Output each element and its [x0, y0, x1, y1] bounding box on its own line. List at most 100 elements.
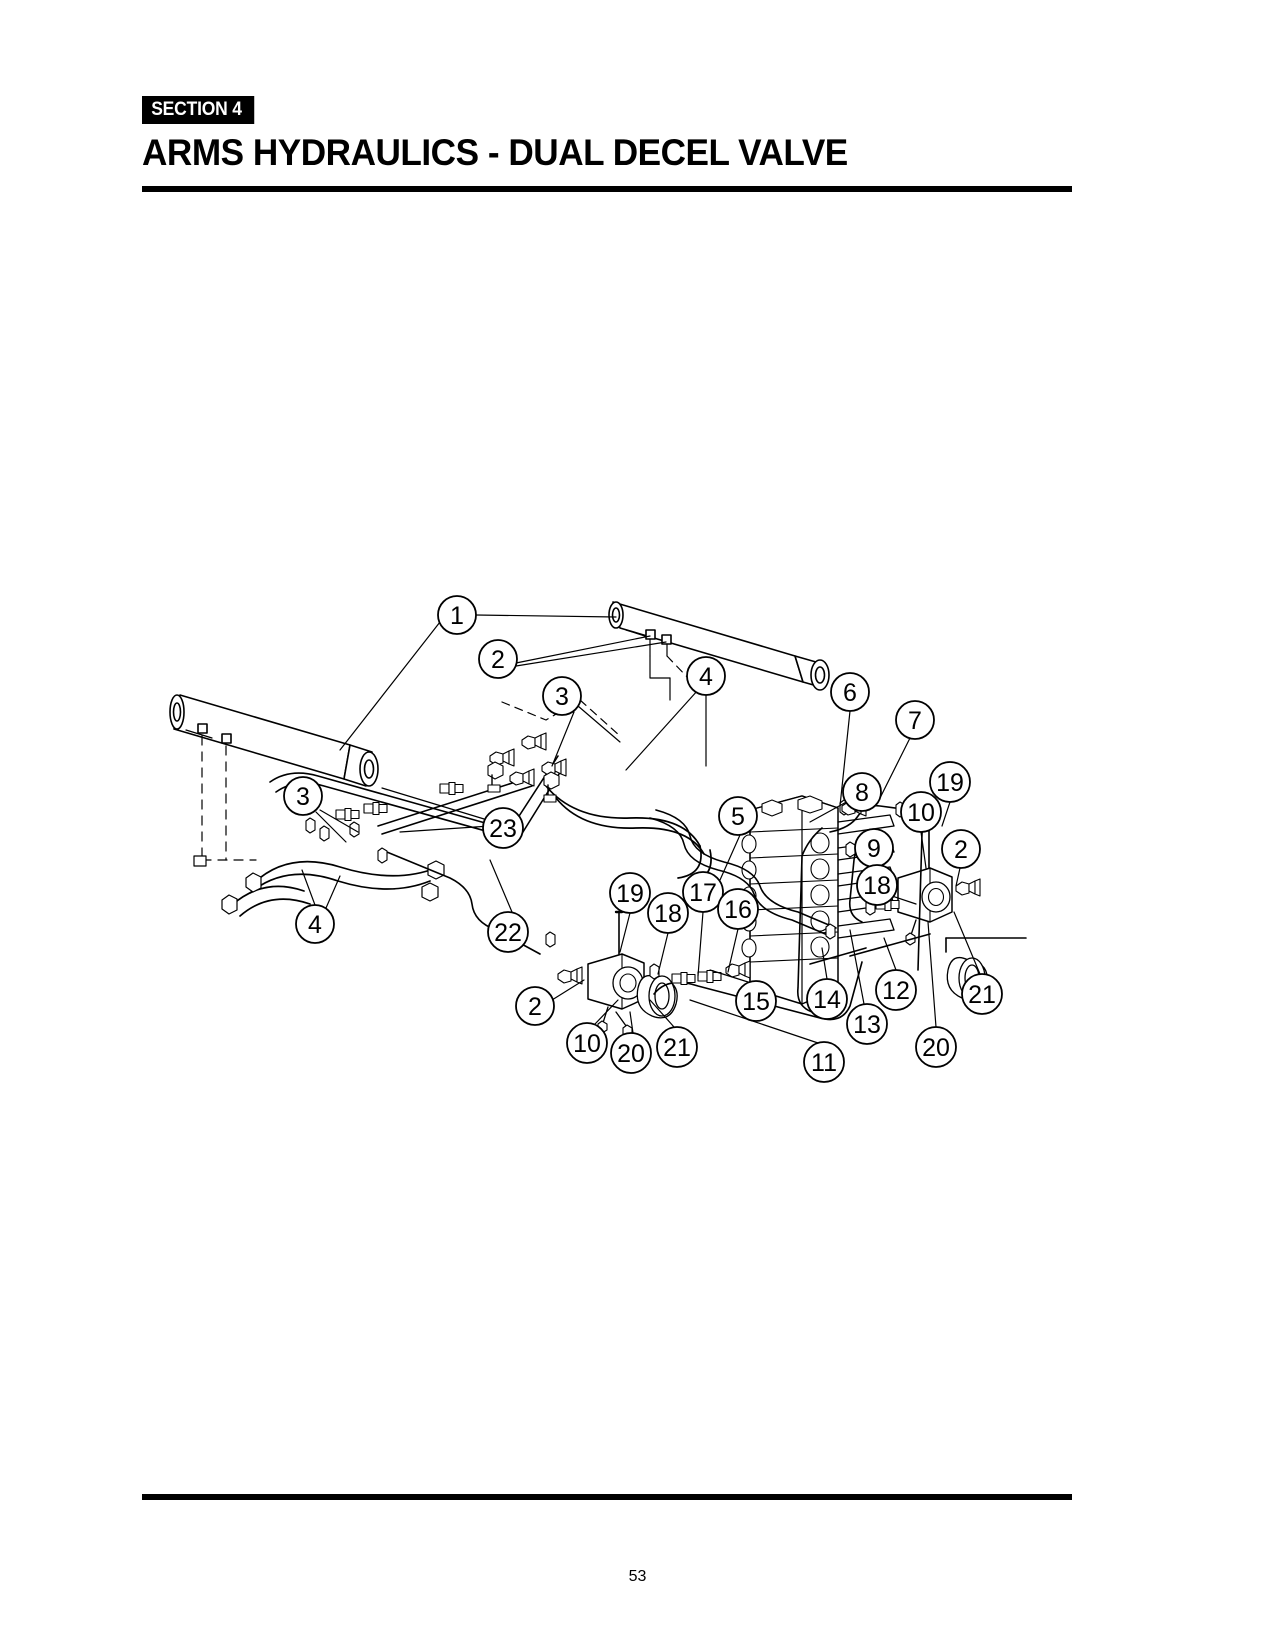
callout-number: 19 — [616, 880, 644, 908]
callout-circle — [806, 978, 848, 1020]
callout-circle — [717, 888, 759, 930]
callout-number: 19 — [936, 769, 964, 797]
callout-circle — [842, 772, 882, 812]
callout-2c: 2 — [515, 986, 555, 1026]
callout-number: 7 — [908, 707, 922, 735]
callout-number: 18 — [654, 900, 682, 928]
callout-number: 1 — [450, 602, 464, 630]
callout-20a: 20 — [610, 1032, 652, 1074]
callout-circle — [830, 672, 870, 712]
callout-circle — [437, 595, 477, 635]
callout-10b: 10 — [566, 1022, 608, 1064]
callout-number: 17 — [689, 879, 717, 907]
callout-circle — [487, 911, 529, 953]
callout-circle — [735, 980, 777, 1022]
callout-8: 8 — [842, 772, 882, 812]
callout-number: 6 — [843, 679, 857, 707]
callout-circle — [647, 892, 689, 934]
callout-circle — [900, 791, 942, 833]
callout-19b: 19 — [609, 872, 651, 914]
callout-18b: 18 — [647, 892, 689, 934]
callout-circle — [295, 904, 335, 944]
callout-23: 23 — [482, 807, 524, 849]
callout-number: 20 — [617, 1040, 645, 1068]
callout-14: 14 — [806, 978, 848, 1020]
callout-number: 14 — [813, 986, 841, 1014]
callout-circle — [915, 1026, 957, 1068]
callout-circle — [482, 807, 524, 849]
callout-circle — [929, 761, 971, 803]
callout-number: 2 — [491, 646, 505, 674]
callout-number: 3 — [555, 683, 569, 711]
callout-number: 22 — [494, 919, 522, 947]
callout-2b: 2 — [941, 829, 981, 869]
page-header: SECTION 4 ARMS HYDRAULICS - DUAL DECEL V… — [142, 96, 1072, 173]
callout-4b: 4 — [295, 904, 335, 944]
callout-circle — [875, 969, 917, 1011]
callout-circle — [656, 1026, 698, 1068]
callout-15: 15 — [735, 980, 777, 1022]
callout-circle — [846, 1003, 888, 1045]
callout-number: 4 — [308, 911, 322, 939]
callout-number: 12 — [882, 977, 910, 1005]
callout-11: 11 — [803, 1041, 845, 1083]
callout-3a: 3 — [542, 676, 582, 716]
callout-4a: 4 — [686, 656, 726, 696]
callout-number: 8 — [855, 779, 869, 807]
callout-5: 5 — [718, 796, 758, 836]
callout-number: 21 — [663, 1034, 691, 1062]
callout-number: 20 — [922, 1034, 950, 1062]
callout-circle — [718, 796, 758, 836]
tee-fitting — [487, 761, 560, 803]
callout-circle — [686, 656, 726, 696]
callout-16: 16 — [717, 888, 759, 930]
callout-22: 22 — [487, 911, 529, 953]
callout-9: 9 — [854, 828, 894, 868]
callout-6: 6 — [830, 672, 870, 712]
upper-hydraulic-cylinder — [608, 601, 830, 691]
callout-13: 13 — [846, 1003, 888, 1045]
callout-12: 12 — [875, 969, 917, 1011]
callout-1: 1 — [437, 595, 477, 635]
footer-rule — [142, 1494, 1072, 1500]
callout-circle — [609, 872, 651, 914]
callout-circle — [941, 829, 981, 869]
callout-number: 11 — [811, 1049, 837, 1077]
callout-circle — [515, 986, 555, 1026]
callout-20b: 20 — [915, 1026, 957, 1068]
section-tag: SECTION 4 — [142, 96, 254, 124]
callout-number: 4 — [699, 663, 713, 691]
callout-circle — [283, 776, 323, 816]
callout-circle — [478, 639, 518, 679]
callout-number: 13 — [853, 1011, 881, 1039]
callout-number: 23 — [489, 815, 517, 843]
callout-7: 7 — [895, 700, 935, 740]
lower-hydraulic-cylinder — [169, 694, 379, 787]
callout-number: 3 — [296, 783, 310, 811]
page-number: 53 — [628, 1568, 647, 1585]
header-rule — [142, 186, 1072, 192]
callout-10a: 10 — [900, 791, 942, 833]
callout-circle — [682, 871, 724, 913]
callout-circle — [856, 864, 898, 906]
callout-number: 18 — [863, 872, 891, 900]
callout-number: 9 — [867, 835, 881, 863]
callout-number: 2 — [954, 836, 968, 864]
callout-21b: 21 — [961, 973, 1003, 1015]
fitting-group — [305, 732, 981, 1016]
callout-19a: 19 — [929, 761, 971, 803]
leader-lines — [301, 614, 981, 1044]
callout-2a: 2 — [478, 639, 518, 679]
callout-number: 10 — [907, 799, 935, 827]
callout-circle — [610, 1032, 652, 1074]
callout-17: 17 — [682, 871, 724, 913]
callout-number: 16 — [724, 896, 752, 924]
callout-3b: 3 — [283, 776, 323, 816]
callout-18a: 18 — [856, 864, 898, 906]
callout-circle — [961, 973, 1003, 1015]
page-title: ARMS HYDRAULICS - DUAL DECEL VALVE — [142, 132, 848, 173]
callout-number: 15 — [742, 988, 770, 1016]
